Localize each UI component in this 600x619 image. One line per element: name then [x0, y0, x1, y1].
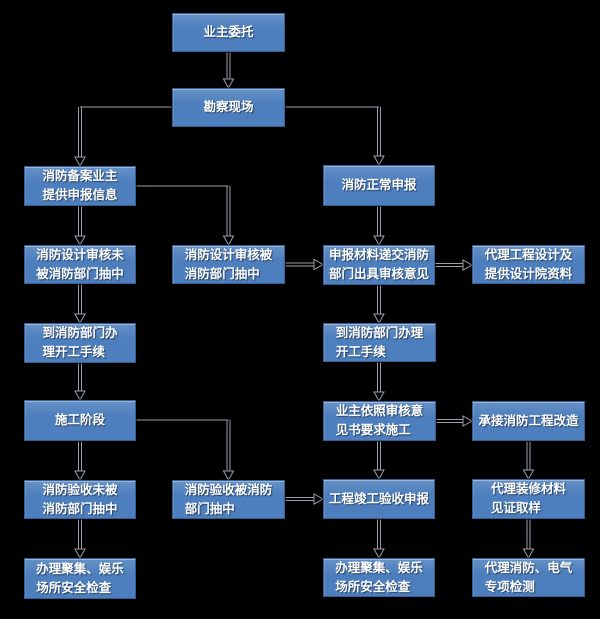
connector-undertake-to-sampling — [522, 441, 535, 481]
node-design-selected: 消防设计审核被 消防部门抽中 — [172, 245, 285, 284]
node-start-procedure-left: 到消防部门办 理开工手续 — [24, 323, 136, 363]
connector-completion-to-safety-right — [373, 519, 385, 560]
node-acceptance-not-selected: 消防验收未被 消防部门抽中 — [24, 480, 136, 519]
node-label: 办理聚集、娱乐 场所安全检查 — [36, 561, 124, 595]
connector-survey-to-normal — [285, 106, 385, 167]
connector-comply-to-completion — [373, 441, 385, 481]
connector-record-to-design-not — [74, 206, 86, 247]
node-label: 消防设计审核被 消防部门抽中 — [184, 247, 273, 281]
node-owner-entrust: 业主委托 — [172, 13, 285, 52]
node-construct-per-opinion: 业主依照审核意 见书要求施工 — [323, 401, 436, 441]
node-record-filing: 消防备案业主 提供申报信息 — [24, 166, 136, 206]
node-safety-check-left: 办理聚集、娱乐 场所安全检查 — [24, 558, 136, 599]
node-label: 办理聚集、娱乐 场所安全检查 — [335, 560, 423, 594]
node-label: 业主依照审核意 见书要求施工 — [335, 404, 424, 437]
node-label: 业主委托 — [203, 25, 254, 39]
connector-design-not-to-start-left — [74, 284, 86, 325]
node-safety-check-right: 办理聚集、娱乐 场所安全检查 — [323, 558, 435, 597]
node-label: 到消防部门办 理开工手续 — [42, 326, 118, 359]
connector-design-selected-to-submit — [285, 258, 325, 271]
connector-construction-to-acceptance-not — [74, 441, 86, 482]
node-start-procedure-right: 到消防部门办理 开工手续 — [323, 323, 436, 362]
node-label: 代理工程设计及 提供设计院资料 — [484, 247, 573, 281]
connector-start-right-to-comply — [373, 362, 385, 403]
connector-acceptance-selected-to-completion — [285, 493, 325, 505]
connector-start-left-to-construction — [74, 363, 86, 402]
connector-entrust-to-survey — [222, 52, 235, 90]
connector-submit-to-agent-design — [435, 259, 474, 271]
node-normal-declare: 消防正常申报 — [323, 165, 435, 206]
node-acceptance-selected: 消防验收被消防 部门抽中 — [172, 480, 285, 519]
connector-survey-to-record — [74, 106, 172, 168]
connector-submit-to-start-right — [373, 285, 385, 325]
connector-construction-to-acceptance-selected — [136, 419, 235, 482]
node-agent-design: 代理工程设计及 提供设计院资料 — [472, 245, 585, 284]
node-agent-testing: 代理消防、电气 专项检测 — [472, 558, 585, 597]
node-label: 代理装修材料 见证取样 — [490, 482, 566, 515]
connector-acceptance-not-to-safety-left — [74, 519, 86, 560]
node-label: 工程竣工验收申报 — [328, 491, 429, 506]
node-agent-sampling: 代理装修材料 见证取样 — [472, 479, 585, 519]
connector-sampling-to-testing — [522, 519, 535, 560]
node-label: 消防设计审核未 被消防部门抽中 — [36, 247, 124, 281]
node-completion-declare: 工程竣工验收申报 — [323, 479, 435, 519]
connector-record-to-design-selected — [136, 185, 235, 247]
node-label: 消防验收被消防 部门抽中 — [184, 482, 273, 516]
node-label: 消防验收未被 消防部门抽中 — [42, 482, 118, 516]
node-label: 勘察现场 — [203, 100, 254, 114]
node-construction-stage: 施工阶段 — [24, 400, 136, 441]
node-label: 施工阶段 — [54, 413, 105, 427]
node-submit-materials: 申报材料递交消防 部门出具审核意见 — [323, 245, 435, 285]
node-label: 消防备案业主 提供申报信息 — [42, 169, 118, 202]
node-design-not-selected: 消防设计审核未 被消防部门抽中 — [24, 245, 136, 284]
node-label: 申报材料递交消防 部门出具审核意见 — [328, 248, 429, 281]
node-undertake-renovation: 承接消防工程改造 — [472, 401, 585, 441]
node-label: 到消防部门办理 开工手续 — [335, 325, 424, 359]
node-label: 代理消防、电气 专项检测 — [484, 560, 573, 594]
node-label: 承接消防工程改造 — [478, 413, 579, 428]
node-label: 消防正常申报 — [341, 178, 417, 192]
node-survey-site: 勘察现场 — [172, 88, 285, 127]
connector-comply-to-undertake — [436, 415, 474, 427]
connector-normal-to-submit — [373, 206, 385, 247]
